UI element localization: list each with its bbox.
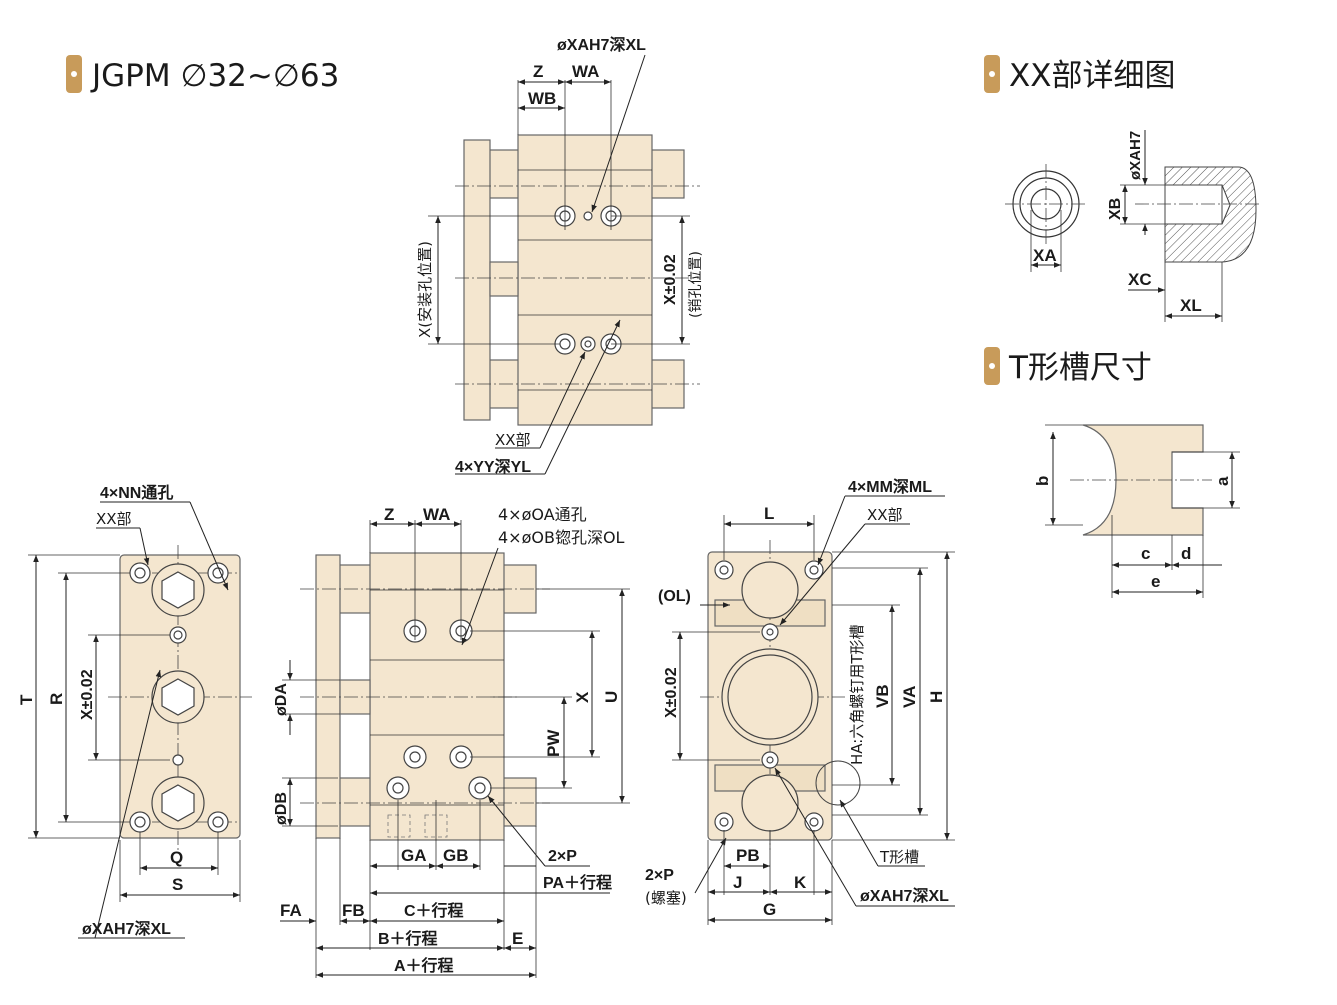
right-xx-label: XX部 xyxy=(867,506,903,524)
right-mm-label: 4×MM深ML xyxy=(848,477,932,496)
right-g-label: G xyxy=(763,900,776,919)
left-r-label: R xyxy=(47,693,66,705)
title-xx-detail-text: XX部详细图 xyxy=(1009,58,1175,94)
mid-u-label: U xyxy=(602,691,621,703)
mid-da-label: øDA xyxy=(273,683,290,716)
tslot-b-label: b xyxy=(1033,476,1052,486)
title-t-slot-text: T形槽尺寸 xyxy=(1008,350,1152,386)
tslot-e-label: e xyxy=(1151,572,1160,591)
xx-detail: XA XB øXAH7 XL XC xyxy=(1005,130,1260,322)
tslot-c-label: c xyxy=(1141,544,1150,563)
top-x-pin-label: X±0.02 xyxy=(662,254,679,305)
mid-p-label: 2×P xyxy=(548,848,577,865)
right-view: L 4×MM深ML XX部 (OL) X±0.02 H VA VB HA:六角螺… xyxy=(645,477,955,925)
t-slot-detail: b a c d e xyxy=(1033,424,1240,598)
right-k-label: K xyxy=(794,873,807,892)
mid-x-label: X xyxy=(573,691,592,703)
top-xa-label: øXAH7深XL xyxy=(557,35,646,54)
right-j-label: J xyxy=(733,873,742,892)
mid-a-label: A＋行程 xyxy=(394,956,454,975)
right-h-label: H xyxy=(927,691,946,703)
mid-oa-label: 4×øOA通孔 xyxy=(498,505,587,524)
mid-fa-label: FA xyxy=(280,901,302,920)
title-main: JGPM ∅32~∅63 xyxy=(66,55,339,94)
right-vb-label: VB xyxy=(873,684,892,708)
top-xx-label: XX部 xyxy=(495,431,531,449)
xx-xc-label: XC xyxy=(1128,270,1152,289)
xx-xa-label: XA xyxy=(1033,246,1057,265)
right-xa-label: øXAH7深XL xyxy=(860,886,949,905)
top-x-install-label: X(安装孔位置) xyxy=(416,241,434,338)
tslot-a-label: a xyxy=(1213,476,1232,486)
right-x-label: X±0.02 xyxy=(663,667,680,718)
top-z-label: Z xyxy=(533,62,543,81)
left-t-label: T xyxy=(17,694,36,705)
mid-fb-label: FB xyxy=(342,901,365,920)
xx-xb-label: XB xyxy=(1107,198,1124,220)
right-tslot-label: T形槽 xyxy=(879,848,919,866)
mid-wa-label: WA xyxy=(423,505,450,524)
left-x-label: X±0.02 xyxy=(79,669,96,720)
title-xx-detail: XX部详细图 xyxy=(984,55,1175,94)
mid-e-label: E xyxy=(512,929,523,948)
xx-xl-label: XL xyxy=(1180,296,1202,315)
top-yy-label: 4×YY深YL xyxy=(455,457,531,476)
top-pin-note: (销孔位置) xyxy=(688,251,704,318)
right-pb-label: PB xyxy=(736,846,760,865)
top-wa-label: WA xyxy=(572,62,599,81)
mid-pa-label: PA＋行程 xyxy=(543,873,612,892)
tslot-d-label: d xyxy=(1181,544,1191,563)
top-wb-label: WB xyxy=(528,89,556,108)
mid-ob-label: 4×øOB锪孔深OL xyxy=(498,528,625,547)
left-xa-label: øXAH7深XL xyxy=(82,919,171,938)
right-ol-label: (OL) xyxy=(658,588,691,605)
top-view: Z WA WB øXAH7深XL X(安装孔位置) X±0.02 (销孔位置) … xyxy=(416,35,704,476)
right-va-label: VA xyxy=(900,686,919,708)
title-main-text: JGPM ∅32~∅63 xyxy=(90,58,339,94)
title-t-slot: T形槽尺寸 xyxy=(984,347,1152,386)
right-plug-label: (螺塞) xyxy=(645,889,687,907)
mid-gb-label: GB xyxy=(443,846,469,865)
middle-view: Z WA 4×øOA通孔 4×øOB锪孔深OL øDA øDB U X PW xyxy=(273,505,630,978)
xx-xa-vertical-label: øXAH7 xyxy=(1127,131,1144,180)
right-p-label: 2×P xyxy=(645,867,674,884)
mid-b-label: B＋行程 xyxy=(378,929,438,948)
mid-pw-label: PW xyxy=(544,729,563,757)
mid-ga-label: GA xyxy=(401,846,427,865)
left-q-label: Q xyxy=(170,848,183,867)
left-view: T R X±0.02 Q S 4×NN通孔 XX部 øXAH7深XL xyxy=(17,484,252,939)
mid-c-label: C＋行程 xyxy=(404,901,464,920)
left-xx-label: XX部 xyxy=(96,510,132,528)
right-l-label: L xyxy=(764,504,774,523)
left-nn-label: 4×NN通孔 xyxy=(100,484,173,502)
mid-z-label: Z xyxy=(384,505,394,524)
mid-db-label: øDB xyxy=(273,792,290,825)
left-s-label: S xyxy=(172,875,183,894)
right-ha-label: HA:六角螺钉用T形槽 xyxy=(848,625,866,766)
